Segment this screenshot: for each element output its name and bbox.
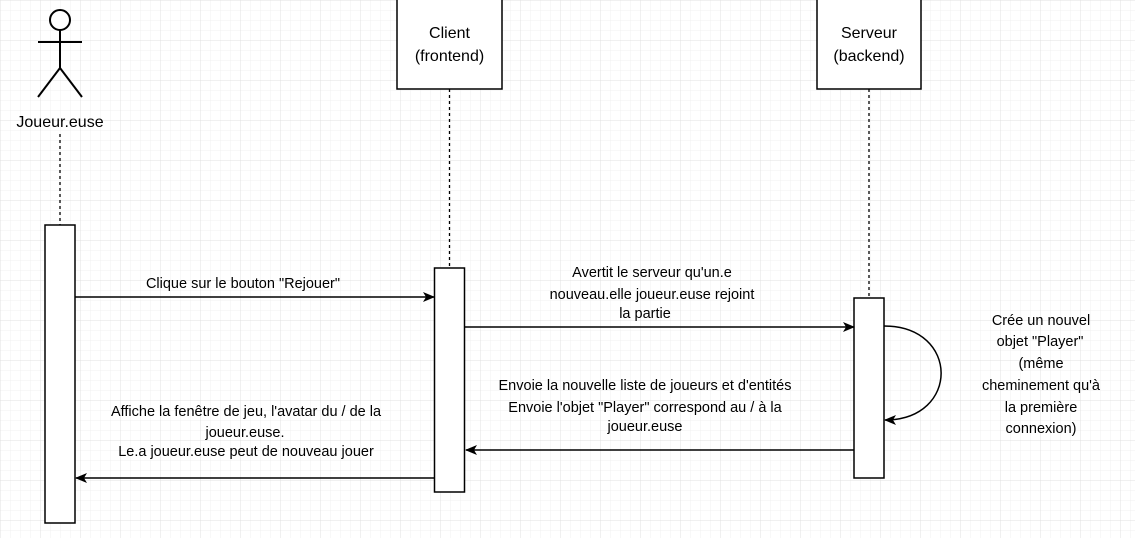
message-show-game-label-line3: Le.a joueur.euse peut de nouveau jouer bbox=[118, 444, 374, 460]
message-send-lists-label-line1: Envoie la nouvelle liste de joueurs et d… bbox=[499, 378, 792, 394]
participant-server-label-line1: Serveur bbox=[841, 25, 898, 42]
message-show-game-label-line2: joueur.euse. bbox=[204, 425, 284, 441]
participant-server-box bbox=[816, 0, 922, 90]
actor-label: Joueur.euse bbox=[16, 114, 103, 131]
message-create-player-label-line6: connexion) bbox=[1006, 421, 1077, 437]
message-create-player-label-line1: Crée un nouvel bbox=[992, 313, 1090, 329]
message-show-game-label-line1: Affiche la fenêtre de jeu, l'avatar du /… bbox=[111, 404, 382, 420]
participant-client-box bbox=[396, 0, 503, 90]
client-activation-bar bbox=[433, 267, 466, 493]
message-send-lists-label-line2: Envoie l'objet "Player" correspond au / … bbox=[508, 400, 782, 416]
message-notify-server-label-line1: Avertit le serveur qu'un.e bbox=[572, 265, 732, 281]
actor-stick-figure-icon bbox=[37, 9, 83, 98]
server-activation-bar bbox=[853, 297, 885, 479]
message-notify-server-label-line3: la partie bbox=[619, 306, 671, 322]
message-create-player-label-line2: objet "Player" bbox=[997, 334, 1084, 350]
message-send-lists-label-line3: joueur.euse bbox=[607, 419, 683, 435]
participant-client-label-line1: Client bbox=[429, 25, 470, 42]
message-click-replay-label: Clique sur le bouton "Rejouer" bbox=[146, 276, 340, 292]
message-notify-server-label-line2: nouveau.elle joueur.euse rejoint bbox=[550, 287, 755, 303]
participant-client-label-line2: (frontend) bbox=[415, 48, 484, 65]
actor-activation-bar bbox=[44, 224, 76, 524]
message-create-player-label-line3: (même bbox=[1018, 356, 1063, 372]
message-create-player-label-line4: cheminement qu'à bbox=[982, 378, 1101, 394]
participant-server-label-line2: (backend) bbox=[833, 48, 904, 65]
message-create-player-label-line5: la première bbox=[1005, 400, 1078, 416]
message-create-player-self-arrow bbox=[883, 325, 942, 425]
